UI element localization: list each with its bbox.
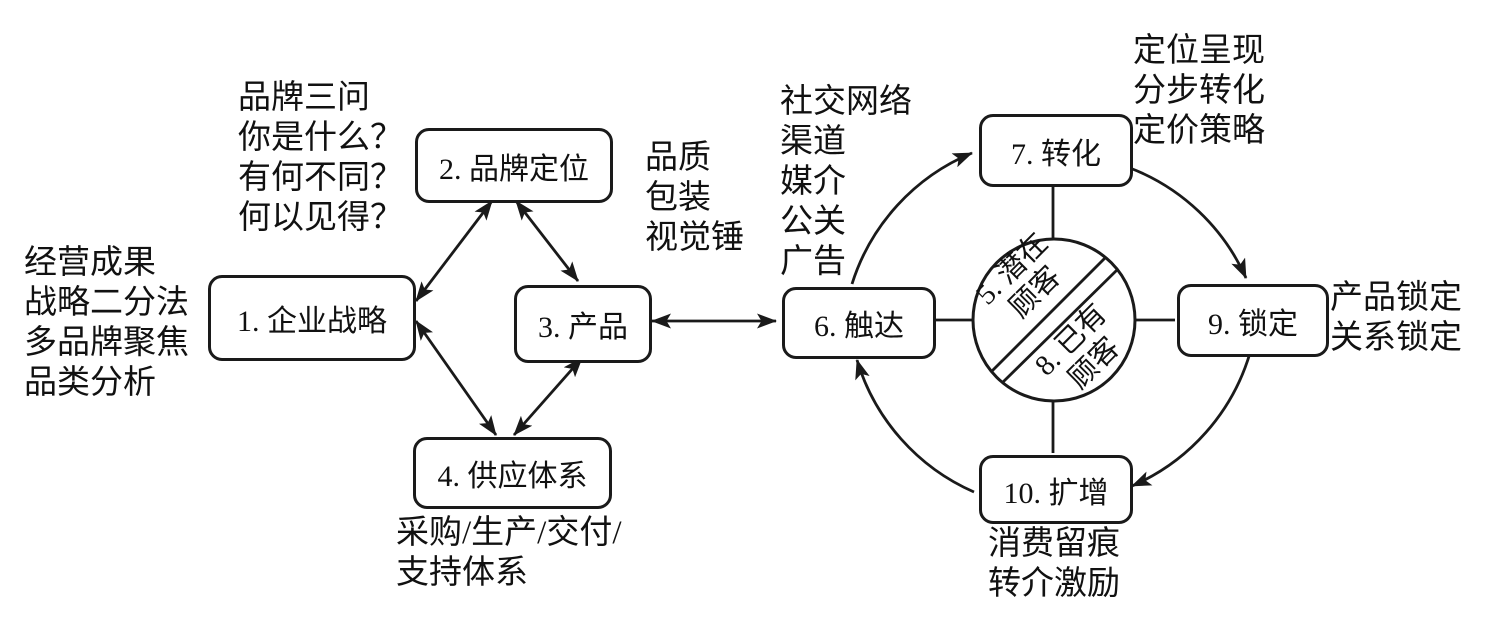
annotation-product-notes: 品质 包装 视觉锤 xyxy=(645,140,744,256)
annotation-brand-three-questions: 品牌三问 你是什么？ 有何不同？ 何以见得？ xyxy=(238,80,403,236)
box-7-conversion: 7. 转化 xyxy=(979,114,1133,187)
arrow-lockin-expansion xyxy=(1131,352,1252,488)
annotation-expansion-notes: 消费留痕 转介激励 xyxy=(988,526,1120,602)
arrow-reach-conversion xyxy=(850,151,973,285)
box-10-expansion: 10. 扩增 xyxy=(979,455,1133,524)
box-3-product: 3. 产品 xyxy=(514,285,652,363)
box-1-corporate-strategy: 1. 企业战略 xyxy=(208,275,416,361)
annotation-lockin-notes: 产品锁定 关系锁定 xyxy=(1330,280,1462,356)
box-9-lockin: 9. 锁定 xyxy=(1177,284,1329,357)
arrow-strategy-brand xyxy=(414,200,494,302)
annotation-corporate-strategy: 经营成果 战略二分法 多品牌聚焦 品类分析 xyxy=(24,245,189,401)
box-2-brand-positioning: 2. 品牌定位 xyxy=(415,128,613,203)
customer-circle xyxy=(971,237,1137,403)
arrow-expansion-reach xyxy=(855,359,975,494)
box-6-reach: 6. 触达 xyxy=(782,287,936,359)
annotation-supply-notes: 采购/生产/交付/ 支持体系 xyxy=(396,515,622,591)
arrow-brand-product xyxy=(514,200,580,282)
circle-divider-upper xyxy=(990,256,1107,373)
arrow-conversion-lockin xyxy=(1129,166,1248,279)
circle-divider-lower xyxy=(1001,268,1119,384)
annotation-conversion-notes: 定位呈现 分步转化 定价策略 xyxy=(1133,33,1265,149)
annotation-reach-channels: 社交网络 渠道 媒介 公关 广告 xyxy=(780,84,912,280)
arrow-strategy-supply xyxy=(414,320,498,436)
arrow-supply-product xyxy=(512,357,584,436)
box-4-supply-system: 4. 供应体系 xyxy=(413,437,612,509)
